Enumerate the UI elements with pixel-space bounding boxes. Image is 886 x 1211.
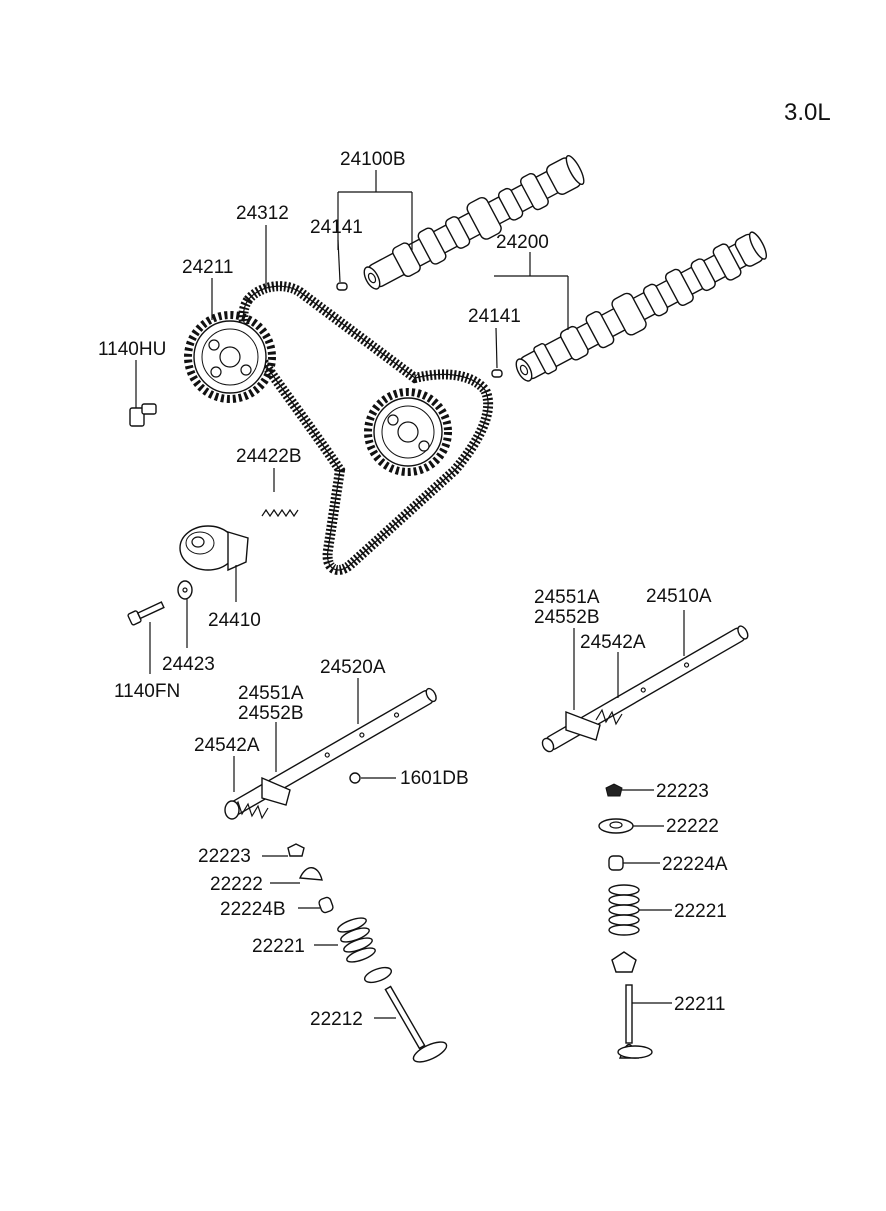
label-24520A: 24520A: [320, 657, 386, 678]
tensioner-24410: [179, 525, 249, 572]
label-24422B: 24422B: [236, 446, 302, 467]
label-24542A-left: 24542A: [194, 735, 260, 756]
label-22223-left: 22223: [198, 846, 251, 867]
label-22212: 22212: [310, 1009, 363, 1030]
label-1140HU: 1140HU: [98, 339, 166, 360]
label-24552B-right: 24552B: [534, 607, 600, 628]
label-24551A-left: 24551A: [238, 683, 304, 704]
leader-lines: [135, 170, 685, 1019]
label-22222-right: 22222: [666, 816, 719, 837]
label-24141-b: 24141: [468, 306, 521, 327]
bolt-1140HU: [129, 403, 157, 427]
label-1140FN: 1140FN: [114, 681, 180, 702]
label-24552B-left: 24552B: [238, 703, 304, 724]
bolt-1140FN: [127, 601, 165, 626]
label-22222-left: 22222: [210, 874, 263, 895]
label-24100B: 24100B: [340, 149, 406, 170]
label-22224B: 22224B: [220, 899, 286, 920]
label-24410: 24410: [208, 610, 261, 631]
camshaft-24100B: [363, 155, 585, 290]
label-22223-right: 22223: [656, 781, 709, 802]
valve-assembly-left: [287, 843, 448, 1063]
label-24510A: 24510A: [646, 586, 712, 607]
spring-24422B: [261, 508, 299, 518]
rocker-shaft-24520A: [224, 687, 437, 820]
cam-sprocket-24211: [184, 311, 276, 403]
rocker-shaft-24510A: [541, 625, 749, 753]
dowel-pin-24141-a: [336, 282, 348, 291]
label-24211: 24211: [182, 257, 233, 278]
label-24141-a: 24141: [310, 217, 363, 238]
plug-1601DB: [349, 772, 361, 784]
dowel-pin-24141-b: [491, 369, 503, 378]
engine-displacement-label: 3.0L: [784, 99, 831, 126]
label-24551A-right: 24551A: [534, 587, 600, 608]
label-1601DB: 1601DB: [400, 768, 469, 789]
label-22221-right: 22221: [674, 901, 727, 922]
label-22224A: 22224A: [662, 854, 728, 875]
cam-sprocket-right: [364, 388, 452, 476]
label-22221-left: 22221: [252, 936, 305, 957]
camshaft-24200: [515, 231, 767, 382]
part-labels: 24100B 24141 24312 24211 24200 24141 114…: [98, 149, 728, 1030]
label-24312: 24312: [236, 203, 289, 224]
label-22211: 22211: [674, 994, 725, 1015]
label-24200: 24200: [496, 232, 549, 253]
label-24542A-right: 24542A: [580, 632, 646, 653]
label-24423: 24423: [162, 654, 215, 675]
valve-assembly-right: [598, 783, 653, 1059]
